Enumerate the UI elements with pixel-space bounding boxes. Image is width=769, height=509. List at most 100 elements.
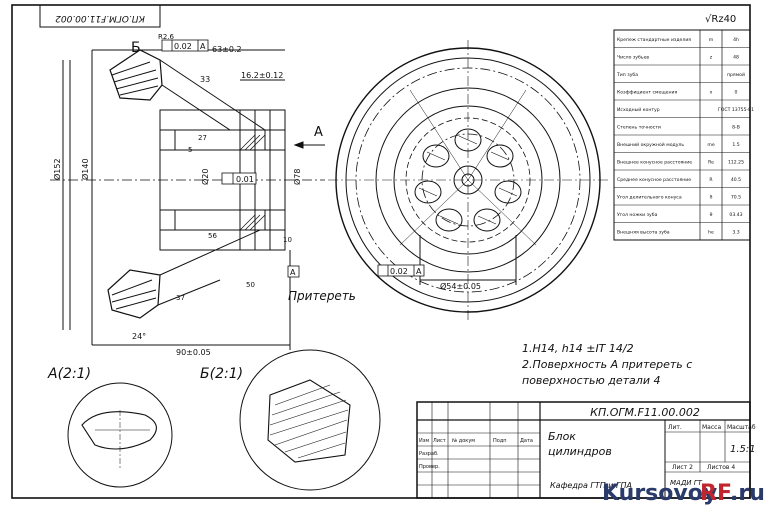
- hdr-lit: Лит.: [668, 424, 682, 431]
- tb-razrab: Разраб.: [419, 451, 439, 457]
- param-name: Тип зуба: [616, 72, 638, 78]
- title-sheets: Листов 4: [707, 464, 735, 471]
- dim-63: 63±0.2: [212, 45, 242, 54]
- front-circular-view: [328, 40, 608, 320]
- param-name: Угол делительного конуса: [617, 194, 682, 200]
- dim-d20: Ø20: [200, 169, 210, 185]
- param-symbol: x: [710, 90, 713, 95]
- hdr-mass: Масса: [702, 424, 721, 431]
- dim-56: 56: [208, 232, 217, 240]
- tolerance-frame-right: 0.02 А: [377, 264, 425, 277]
- param-symbol: m: [709, 38, 714, 43]
- tb-h5: Дата: [520, 438, 533, 444]
- title-org: Кафедра ГТП и ГПА: [550, 481, 632, 490]
- param-name: Число зубьев: [617, 54, 649, 60]
- param-value: 1.5: [732, 142, 739, 148]
- param-symbol: he: [708, 229, 714, 235]
- param-name: Угол ножки зуба: [617, 212, 658, 218]
- watermark-logo: Kursovoy RF .ru: [602, 481, 765, 506]
- title-code: КП.ОГМ.F11.00.002: [590, 406, 700, 419]
- dim-37: 37: [176, 294, 185, 302]
- param-value: 112.25: [728, 159, 744, 165]
- tb-h3: № докум: [452, 438, 475, 444]
- tb-h2: Лист: [433, 438, 446, 444]
- param-value: 4h: [733, 37, 739, 43]
- param-symbol: δ: [710, 194, 713, 200]
- note-line-3: поверхностью детали 4: [522, 374, 660, 387]
- param-name: Коэффициент смещения: [617, 89, 677, 95]
- param-value: 70.5: [731, 194, 741, 200]
- param-name: Исходный контур: [617, 106, 660, 113]
- param-name: Внешнее конусное расстояние: [617, 159, 692, 165]
- section-b-label: Б: [131, 40, 141, 56]
- param-name: Среднее конусное расстояние: [617, 177, 691, 183]
- param-symbol: Re: [708, 159, 714, 165]
- title-block: [416, 401, 751, 499]
- param-name: Внешний окружной модуль: [617, 141, 684, 148]
- dim-33: 33: [200, 75, 210, 84]
- roughness-mark: √Rz40: [705, 14, 736, 25]
- tolerance-frame-top: 0.02 А: [161, 39, 209, 52]
- dim-24deg: 24°: [132, 332, 146, 341]
- tb-prover: Провер.: [419, 464, 440, 470]
- param-value: 03.43: [729, 212, 742, 218]
- dim-27: 27: [198, 134, 207, 142]
- param-value: 0: [735, 89, 738, 95]
- param-name: Внешняя высота зуба: [617, 229, 670, 235]
- param-value: 40.5: [731, 177, 741, 183]
- tol-top-datum: А: [200, 42, 206, 51]
- note-line-2: 2.Поверхность А притереть с: [522, 358, 692, 371]
- rotated-code-text: КП.ОГМ.F11.00.002: [55, 13, 145, 23]
- datum-a-text: А: [290, 268, 296, 277]
- detail-a-view: [67, 382, 173, 488]
- arrow-a-label: А: [314, 125, 323, 140]
- title-org2: МАДИ ГТ: [670, 479, 703, 487]
- tol-mid-value: 0.01: [236, 175, 254, 184]
- watermark-part3: .ru: [730, 481, 765, 506]
- main-section-view: [50, 49, 325, 350]
- tolerance-frame-mid: 0.01: [221, 172, 257, 185]
- tol-right-datum: А: [416, 267, 422, 276]
- tol-top-value: 0.02: [174, 42, 192, 51]
- param-value: прямой: [727, 71, 745, 78]
- dim-d152: Ø152: [52, 158, 62, 180]
- title-name-2: цилиндров: [548, 445, 612, 458]
- title-sheet: Лист 2: [672, 464, 693, 471]
- param-name: Степень точности: [617, 124, 661, 130]
- detail-b-view: [239, 349, 381, 491]
- watermark-part1: Kursovoy: [602, 481, 717, 506]
- dim-r2-6: R2.6: [158, 33, 175, 41]
- param-symbol: R: [709, 177, 713, 183]
- rotated-code-stamp: КП.ОГМ.F11.00.002: [39, 4, 161, 28]
- sheet-frame: [11, 4, 751, 499]
- technical-notes: 1.H14, h14 ±IT 14/2 2.Поверхность А прит…: [522, 342, 692, 387]
- dim-d78: Ø78: [292, 169, 302, 185]
- title-name-1: Блок: [548, 430, 576, 443]
- note-lapping: Притереть: [288, 289, 356, 303]
- watermark-part2: RF: [700, 481, 732, 506]
- param-value: 3.3: [732, 229, 739, 235]
- param-symbol: z: [710, 55, 713, 60]
- detail-a-label: А(2:1): [47, 366, 91, 382]
- datum-a-box: А: [287, 265, 300, 278]
- tb-h4: Подп: [493, 438, 507, 444]
- param-symbol: me: [707, 143, 714, 148]
- tol-right-value: 0.02: [390, 267, 408, 276]
- dim-5: 5: [188, 146, 192, 154]
- note-line-1: 1.H14, h14 ±IT 14/2: [522, 342, 634, 355]
- param-name: Крепеж стандартные изделия: [617, 37, 691, 43]
- param-value: 8-В: [732, 124, 740, 130]
- hdr-scale: Масштаб: [727, 424, 756, 431]
- dim-d54: Ø54±0.05: [440, 281, 481, 291]
- tb-h1: Изм: [419, 438, 429, 444]
- detail-b-label: Б(2:1): [200, 366, 243, 382]
- param-value: 48: [733, 54, 739, 60]
- title-scale: 1.5:1: [730, 444, 756, 455]
- param-symbol: θ: [710, 212, 713, 218]
- dim-10: 10: [283, 236, 292, 244]
- dim-90: 90±0.05: [176, 348, 211, 357]
- dim-16-2: 16.2±0.12: [241, 71, 283, 80]
- dim-50: 50: [246, 281, 255, 289]
